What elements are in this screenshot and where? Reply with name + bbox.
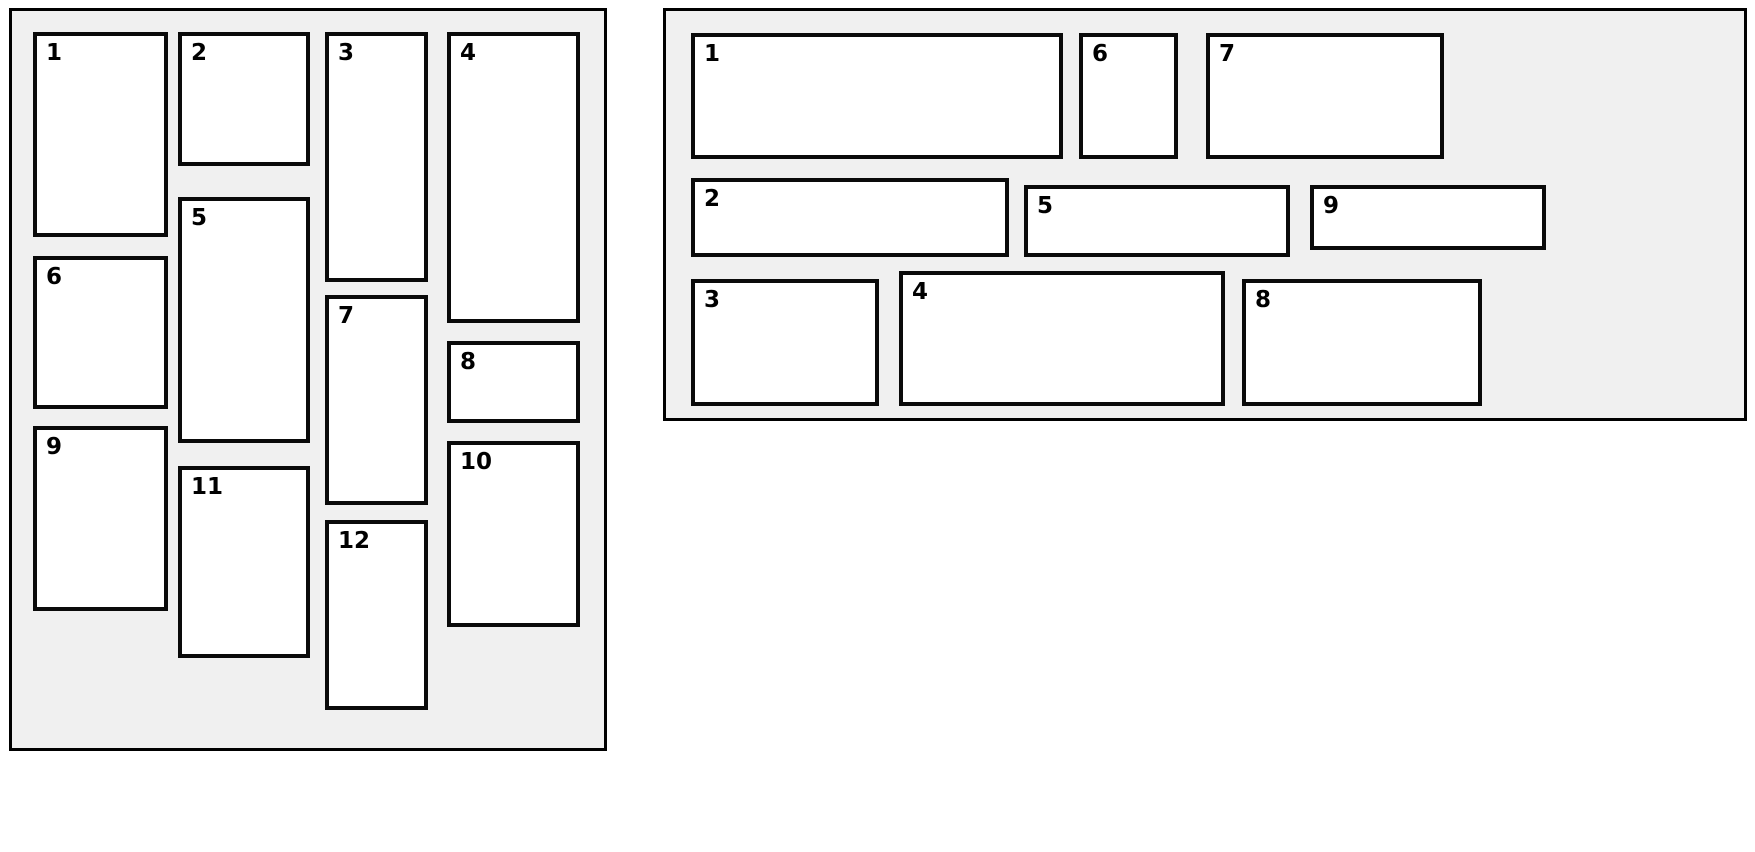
layout-box-12[interactable]: 12 (325, 520, 428, 710)
layout-box-label: 6 (1092, 41, 1109, 67)
layout-box-label: 3 (704, 287, 721, 313)
layout-box-4[interactable]: 4 (899, 271, 1225, 406)
layout-box-label: 11 (191, 474, 224, 500)
layout-box-label: 12 (338, 528, 371, 554)
layout-box-label: 6 (46, 264, 63, 290)
layout-box-label: 2 (704, 186, 721, 212)
layout-box-4[interactable]: 4 (447, 32, 580, 323)
layout-box-10[interactable]: 10 (447, 441, 580, 627)
layout-box-3[interactable]: 3 (325, 32, 428, 282)
layout-box-9[interactable]: 9 (1310, 185, 1546, 250)
right-layout-panel: 1 6 7 2 5 9 3 4 8 (663, 8, 1747, 421)
layout-box-11[interactable]: 11 (178, 466, 310, 658)
layout-box-label: 9 (46, 434, 63, 460)
layout-box-8[interactable]: 8 (447, 341, 580, 423)
layout-box-label: 10 (460, 449, 493, 475)
layout-box-label: 9 (1323, 193, 1340, 219)
layout-box-label: 5 (191, 205, 208, 231)
layout-box-2[interactable]: 2 (691, 178, 1009, 257)
layout-box-6[interactable]: 6 (1079, 33, 1178, 159)
layout-box-label: 5 (1037, 193, 1054, 219)
layout-box-label: 1 (704, 41, 721, 67)
layout-box-5[interactable]: 5 (178, 197, 310, 443)
layout-box-1[interactable]: 1 (691, 33, 1063, 159)
layout-box-1[interactable]: 1 (33, 32, 168, 237)
layout-box-7[interactable]: 7 (1206, 33, 1444, 159)
layout-box-9[interactable]: 9 (33, 426, 168, 611)
layout-box-label: 7 (338, 303, 355, 329)
layout-box-7[interactable]: 7 (325, 295, 428, 505)
layout-box-label: 8 (1255, 287, 1272, 313)
layout-box-6[interactable]: 6 (33, 256, 168, 409)
layout-box-label: 4 (912, 279, 929, 305)
layout-box-label: 2 (191, 40, 208, 66)
layout-box-label: 1 (46, 40, 63, 66)
layout-box-2[interactable]: 2 (178, 32, 310, 166)
layout-box-label: 8 (460, 349, 477, 375)
layout-box-3[interactable]: 3 (691, 279, 879, 406)
layout-box-8[interactable]: 8 (1242, 279, 1482, 406)
layout-box-label: 3 (338, 40, 355, 66)
layout-box-5[interactable]: 5 (1024, 185, 1290, 257)
layout-box-label: 4 (460, 40, 477, 66)
layout-box-label: 7 (1219, 41, 1236, 67)
